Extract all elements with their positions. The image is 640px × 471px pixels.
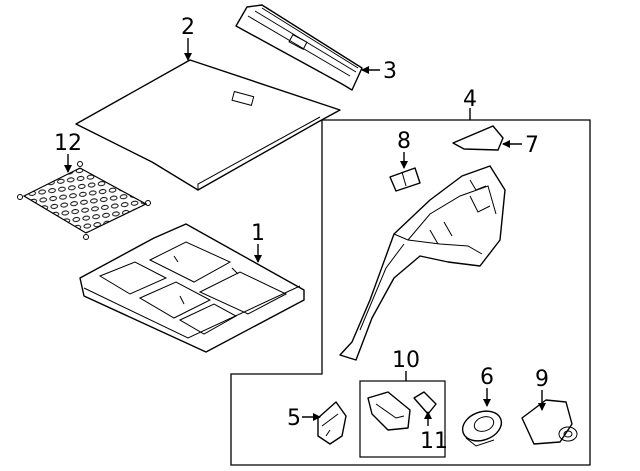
group-10-box: [359, 380, 446, 458]
part-7-cover-plate: [452, 125, 504, 151]
part-5-latch: [317, 401, 347, 445]
callout-7: 7: [525, 133, 539, 158]
callout-6: 6: [480, 365, 494, 390]
callout-4: 4: [463, 87, 477, 112]
callout-1: 1: [251, 221, 265, 246]
callout-9: 9: [535, 367, 549, 392]
part-3-trim-panel: [235, 4, 363, 91]
callout-8: 8: [397, 129, 411, 154]
part-10-housing: [367, 391, 411, 431]
callout-2: 2: [181, 15, 195, 40]
callout-5: 5: [287, 406, 301, 431]
part-9-power-outlet: [521, 399, 578, 445]
part-12-cargo-net: [17, 161, 151, 240]
callout-3: 3: [383, 59, 397, 84]
callout-10: 10: [392, 348, 420, 373]
part-2-cargo-cover: [75, 59, 341, 191]
callout-12: 12: [54, 131, 82, 156]
part-11-bulb: [413, 391, 437, 415]
part-4-side-trim: [339, 165, 506, 361]
callout-11: 11: [420, 429, 448, 454]
part-8-clip: [389, 167, 421, 192]
part-6-socket: [461, 410, 503, 447]
part-1-storage-tray: [79, 223, 305, 353]
assembly-4-box: [230, 119, 591, 466]
